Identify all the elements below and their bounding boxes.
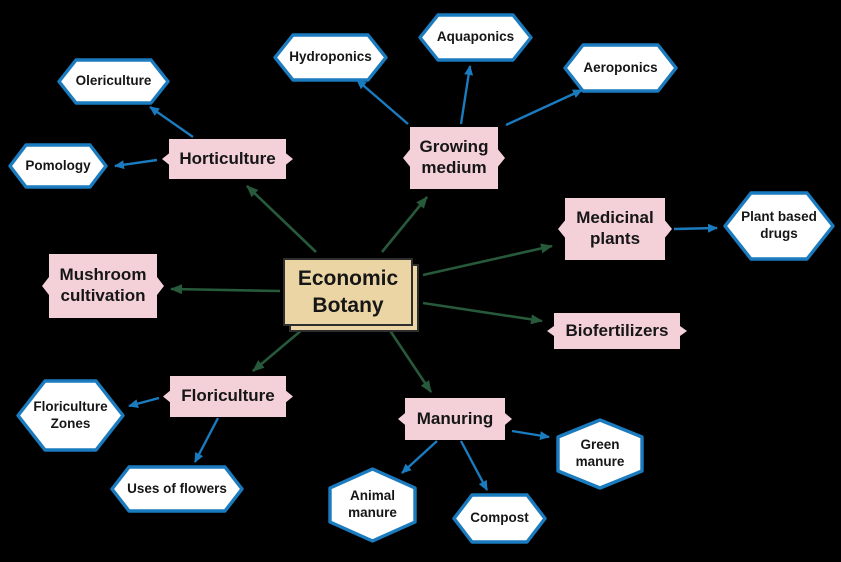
hexagon-shape [723,191,835,261]
branch-label: Floriculture [181,386,275,406]
hexagon-shape [563,43,678,93]
leaf-node-floriculture-zones: Floriculture Zones [16,379,125,452]
leaf-node-olericulture: Olericulture [57,58,170,105]
blue-arrows [114,65,718,491]
branch-label: Horticulture [179,148,276,168]
leaf-node-plant-based-drugs: Plant based drugs [723,191,835,261]
leaf-label: Floriculture Zones [33,398,108,431]
branch-node-medicinal-plants: Medicinal plants [558,198,672,260]
leaf-label: Plant based drugs [741,209,817,241]
leaf-node-aeroponics: Aeroponics [563,43,678,93]
branch-label: Manuring [416,408,494,428]
hexagon-shape [16,379,125,452]
leaf-node-aquaponics: Aquaponics [418,13,533,62]
branch-node-horticulture: Horticulture [162,139,293,179]
branch-node-manuring: Manuring [398,398,512,440]
leaf-node-hydroponics: Hydroponics [273,33,388,82]
leaf-node-compost: Compost [452,493,547,544]
green-arrows [170,185,553,393]
leaf-label: Hydroponics [289,49,372,65]
leaf-label: Animal manure [348,488,397,520]
leaf-label: Uses of flowers [127,480,227,496]
leaf-label: Compost [470,510,529,526]
hexagon-shape [8,143,108,189]
leaf-label: Green manure [575,437,625,469]
branch-label: Biofertilizers [565,320,669,340]
leaf-label: Olericulture [75,73,152,89]
leaf-label: Aquaponics [436,29,515,45]
branch-label: Medicinal plants [576,208,654,248]
hexagon-shape [328,467,417,543]
hexagon-shape [273,33,388,82]
branch-node-growing-medium: Growing medium [403,127,505,189]
branch-label: Mushroom cultivation [59,265,147,305]
leaf-node-uses-of-flowers: Uses of flowers [110,465,244,513]
leaf-node-green-manure: Green manure [556,418,644,490]
leaf-node-animal-manure: Animal manure [328,467,417,543]
leaf-node-pomology: Pomology [8,143,108,189]
hexagon-shape [452,493,547,544]
hexagon-shape [110,465,244,513]
hexagon-shape [418,13,533,62]
center-node-economic-botany: Economic Botany [283,258,413,326]
leaf-label: Aeroponics [583,59,658,75]
branch-label: Growing medium [419,137,489,177]
branch-node-biofertilizers: Biofertilizers [547,313,687,349]
hexagon-shape [57,58,170,105]
hexagon-shape [556,418,644,490]
branch-node-floriculture: Floriculture [163,376,293,417]
center-node-label: Economic Botany [297,266,399,317]
leaf-label: Pomology [25,157,91,173]
branch-node-mushroom-cultivation: Mushroom cultivation [42,254,164,318]
